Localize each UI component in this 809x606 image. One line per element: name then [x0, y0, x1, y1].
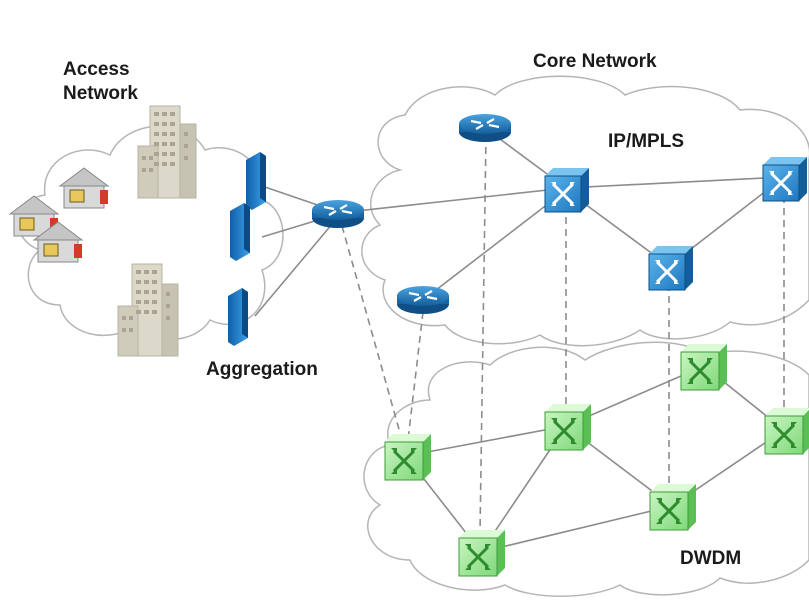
house-icon	[32, 221, 84, 263]
mpls-switch-icon[interactable]	[544, 168, 589, 213]
access-network-label-line1: Access	[63, 59, 130, 80]
dwdm-switch-icon[interactable]	[544, 404, 591, 451]
ip-mpls-label: IP/MPLS	[608, 131, 685, 152]
dwdm-switch-icon[interactable]	[649, 484, 696, 531]
dwdm-switch-icon[interactable]	[458, 530, 505, 577]
access-network-label-line2: Network	[63, 83, 138, 104]
dashed-links	[341, 134, 785, 533]
building-icon	[137, 105, 197, 199]
mpls-switch-icon[interactable]	[648, 246, 693, 291]
house-icon	[58, 167, 110, 209]
house-icon	[8, 195, 60, 237]
router-icon[interactable]	[397, 286, 449, 314]
core-cloud	[361, 75, 809, 347]
router-icon[interactable]	[459, 114, 511, 142]
dwdm-switch-icon[interactable]	[680, 344, 727, 391]
core-network-label: Core Network	[533, 51, 657, 72]
dwdm-label: DWDM	[680, 548, 742, 569]
aggregation-switch-icon[interactable]	[228, 288, 248, 346]
dwdm-switch-icon[interactable]	[764, 408, 809, 455]
dwdm-switch-icon[interactable]	[384, 434, 431, 481]
aggregation-switch-icon[interactable]	[230, 203, 250, 261]
aggregation-label: Aggregation	[206, 359, 318, 380]
mpls-switch-icon[interactable]	[762, 157, 807, 202]
router-icon[interactable]	[312, 200, 364, 228]
building-icon	[117, 263, 179, 357]
aggregation-switch-icon[interactable]	[246, 152, 266, 210]
